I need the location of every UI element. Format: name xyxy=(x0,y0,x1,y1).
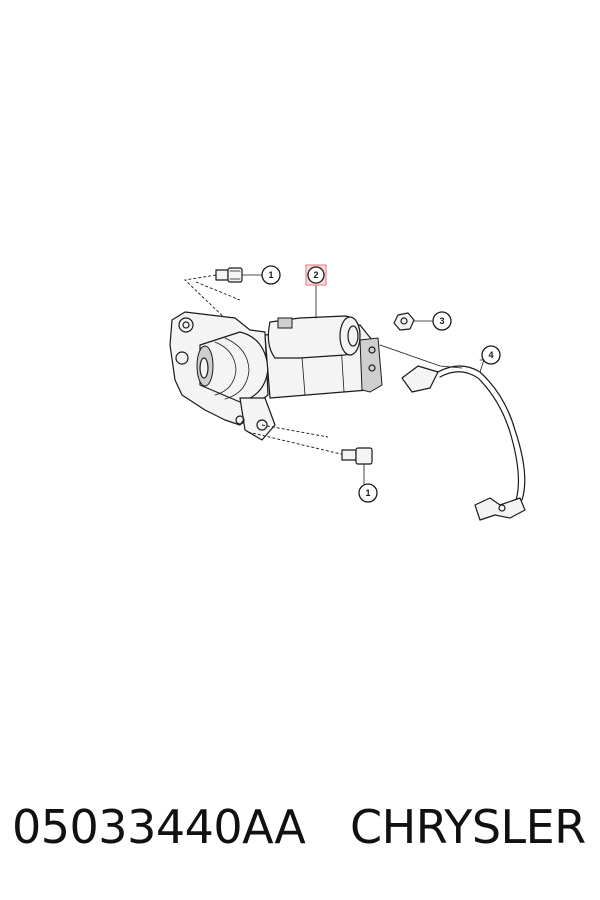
bottom-bolt-guide-line xyxy=(261,424,329,438)
callout-1-bottom-label: 1 xyxy=(365,488,370,498)
callout-1-bottom: 1 xyxy=(358,483,378,503)
callout-3-label: 3 xyxy=(439,316,444,326)
part-number: 05033440AA xyxy=(12,800,306,854)
callout-1-top-label: 1 xyxy=(268,270,273,280)
top-bolt-guide-line-2 xyxy=(195,281,241,301)
battery-cable xyxy=(379,344,526,521)
brand-name: CHRYSLER xyxy=(350,800,586,854)
bottom-bolt-guide-line-2 xyxy=(247,431,346,456)
callout-3: 3 xyxy=(432,311,452,331)
callout-1-top: 1 xyxy=(261,265,281,285)
callout-2-label: 2 xyxy=(313,270,318,280)
bottom-bolt xyxy=(341,447,373,485)
nut xyxy=(393,312,433,331)
callout-4: 4 xyxy=(481,345,501,365)
starter-motor xyxy=(169,311,383,441)
top-bolt-guide-line xyxy=(184,274,233,326)
callout-2: 2 xyxy=(305,264,327,286)
top-bolt xyxy=(215,267,263,283)
callout-4-label: 4 xyxy=(488,350,493,360)
